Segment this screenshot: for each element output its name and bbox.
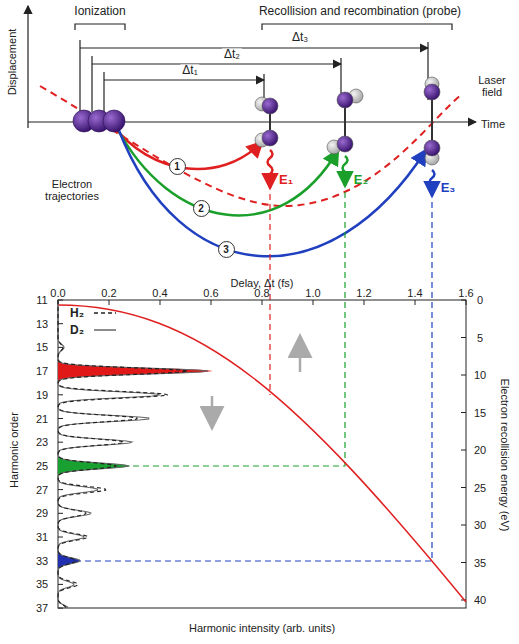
tick-label: 1.0 (305, 287, 320, 299)
tick-label: 30 (474, 519, 486, 531)
tick-label: 20 (474, 444, 486, 456)
tick-label: 27 (36, 484, 48, 496)
tick-label: 1.4 (407, 287, 422, 299)
callout-number: 1 (174, 161, 180, 172)
tick-label: 40 (474, 594, 486, 606)
tick-label: 23 (36, 436, 48, 448)
section-label: Ionization (74, 5, 125, 18)
section-label: Recollision and recombination (probe) (259, 5, 461, 18)
tick-label: 0 (477, 294, 483, 306)
callout-number: 2 (198, 203, 204, 214)
energy-label: E₁ (279, 173, 293, 187)
legend-line (92, 308, 118, 318)
tick-label: 31 (36, 531, 48, 543)
legend-text: D₂ (70, 323, 92, 337)
trajectory-number: 2 (193, 200, 210, 217)
tick-label: 25 (474, 481, 486, 493)
tick-label: 0.0 (50, 287, 65, 299)
group-label: Electron trajectories (35, 178, 110, 202)
tick-label: 0.2 (101, 287, 116, 299)
tick-label: 35 (36, 578, 48, 590)
axis-title: Harmonic intensity (arb. units) (189, 622, 335, 634)
tick-label: 1.6 (458, 287, 473, 299)
legend-row: D₂ (70, 323, 118, 337)
axis-title: Harmonic order (8, 412, 20, 488)
tick-label: 15 (474, 406, 486, 418)
tick-label: 1.2 (356, 287, 371, 299)
tick-label: 13 (36, 318, 48, 330)
trajectory-number: 1 (169, 158, 186, 175)
tick-label: 10 (474, 369, 486, 381)
legend-row: H₂ (70, 306, 118, 320)
legend-line (92, 325, 118, 335)
tick-label: 33 (36, 555, 48, 567)
tick-label: 37 (36, 602, 48, 614)
axis-title: Time (481, 118, 505, 130)
axis-title: Electron recollision energy (eV) (499, 379, 511, 532)
callout-number: 3 (223, 244, 229, 255)
energy-label: E₃ (441, 181, 456, 195)
energy-label: E₂ (354, 173, 368, 187)
tick-label: 11 (36, 294, 47, 306)
tick-label: 0.6 (203, 287, 218, 299)
tick-label: 0.4 (152, 287, 167, 299)
tick-label: 15 (36, 341, 48, 353)
legend-text: H₂ (70, 306, 92, 320)
axis-title: Displacement (6, 29, 18, 96)
tick-label: 0.8 (254, 287, 269, 299)
tick-label: 29 (36, 507, 48, 519)
tick-label: 21 (36, 412, 48, 424)
trajectory-number: 3 (218, 241, 235, 258)
interval-label: Δt₃ (290, 31, 310, 44)
interval-label: Δt₁ (180, 64, 199, 77)
tick-label: 5 (477, 331, 483, 343)
tick-label: 19 (36, 389, 48, 401)
tick-label: 17 (36, 365, 48, 377)
tick-label: 25 (36, 460, 48, 472)
interval-label: Δt₂ (222, 48, 242, 61)
tick-label: 35 (474, 556, 486, 568)
curve-label: Laser field (472, 74, 512, 98)
